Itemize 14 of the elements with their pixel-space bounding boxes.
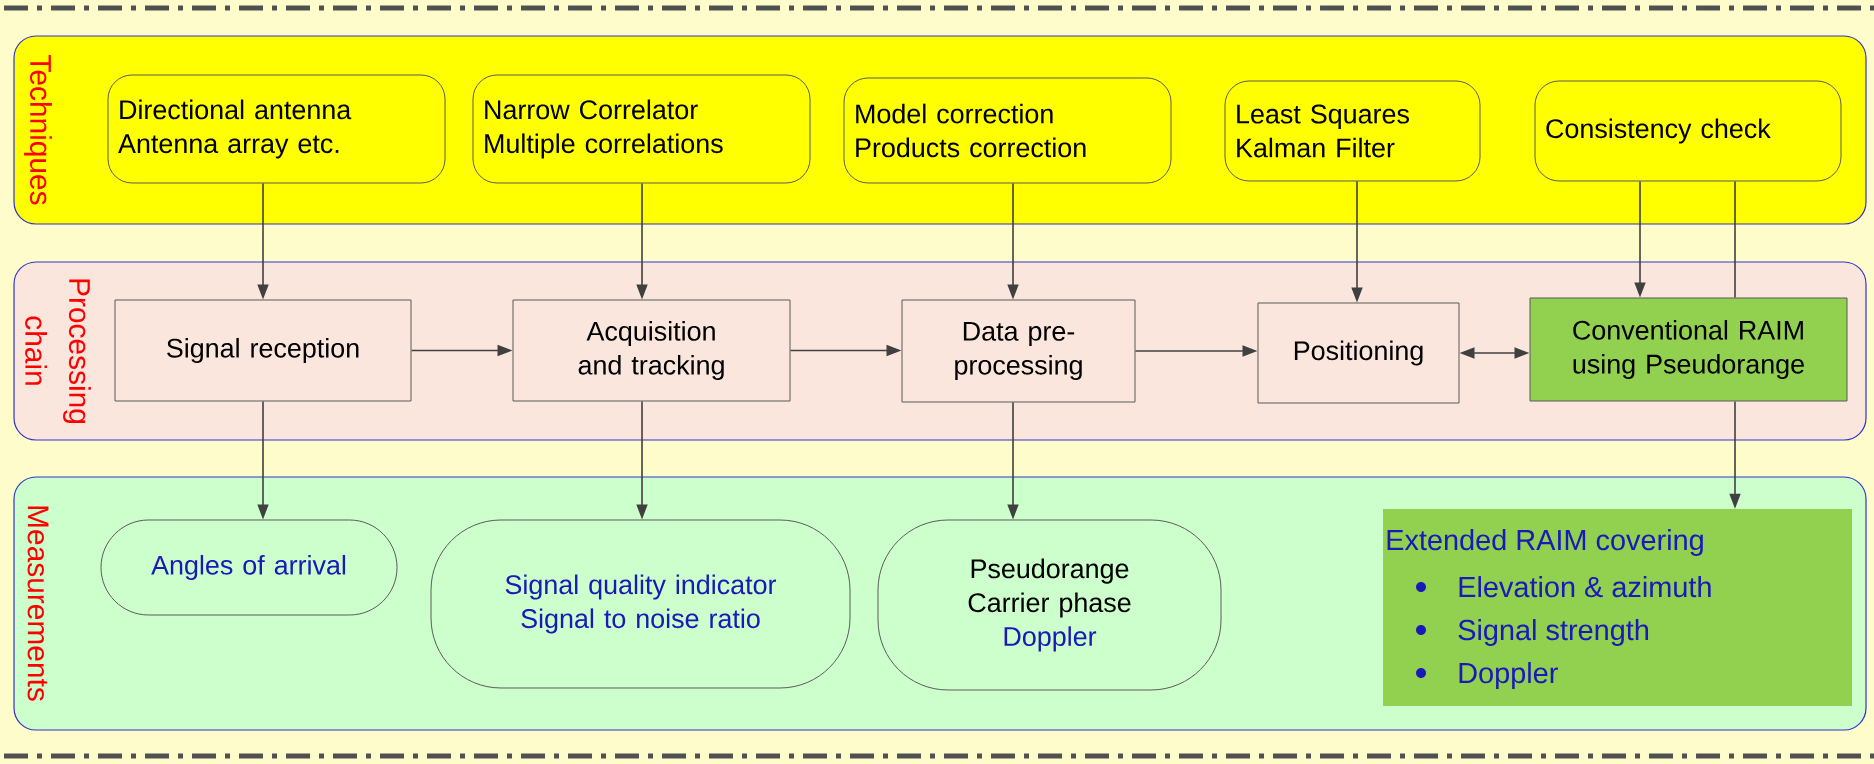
info-box: Extended RAIM covering Elevation & azimuth Signal strength Doppler xyxy=(1383,509,1852,706)
pill-box: Pseudorange Carrier phase Doppler xyxy=(877,519,1222,691)
pill-box: Signal quality indicator Signal to noise ratio xyxy=(430,519,851,689)
rounded-box: Model correction Products correction xyxy=(843,77,1172,184)
rounded-box: Consistency check xyxy=(1534,80,1842,182)
rounded-box: Least Squares Kalman Filter xyxy=(1224,80,1481,182)
pill-box: Angles of arrival xyxy=(100,519,398,616)
process-box: Signal reception xyxy=(114,299,412,402)
process-box: Positioning xyxy=(1257,302,1460,404)
rounded-box: Directional antenna Antenna array etc. xyxy=(107,74,446,184)
process-box: Data pre-processing xyxy=(901,299,1136,403)
process-box: Acquisition and tracking xyxy=(512,299,791,402)
process-box: Conventional RAIM using Pseudorange xyxy=(1529,297,1848,402)
rounded-box: Narrow Correlator Multiple correlations xyxy=(472,74,811,184)
